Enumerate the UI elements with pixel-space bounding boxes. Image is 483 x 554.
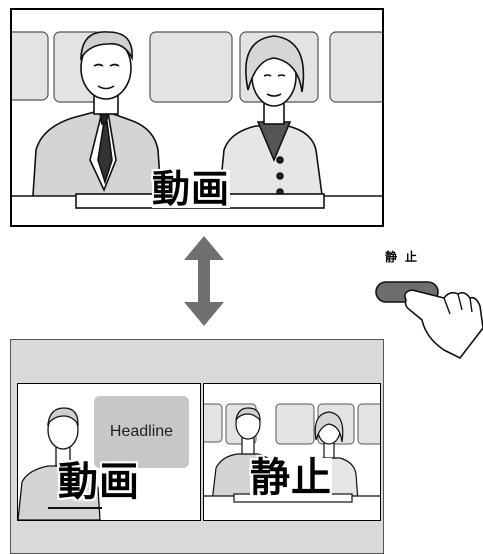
right-pane-label: 静止: [250, 455, 332, 501]
right-still-pane: 静止: [203, 383, 381, 521]
top-screen-label: 動画: [152, 167, 231, 211]
headline-bubble: Headline: [94, 396, 189, 468]
left-anchor-illustration: [18, 407, 102, 520]
left-pane-label: 動画: [58, 459, 140, 505]
top-video-screen: 動画: [10, 8, 384, 227]
double-vertical-arrow-icon: [184, 236, 224, 326]
left-video-pane: Headline 動画: [17, 383, 201, 521]
pressing-hand-icon: [404, 289, 483, 360]
bottom-screen: Headline 動画: [10, 339, 384, 554]
still-button-label: 静止: [385, 250, 426, 264]
news-anchors-illustration: [12, 31, 382, 225]
